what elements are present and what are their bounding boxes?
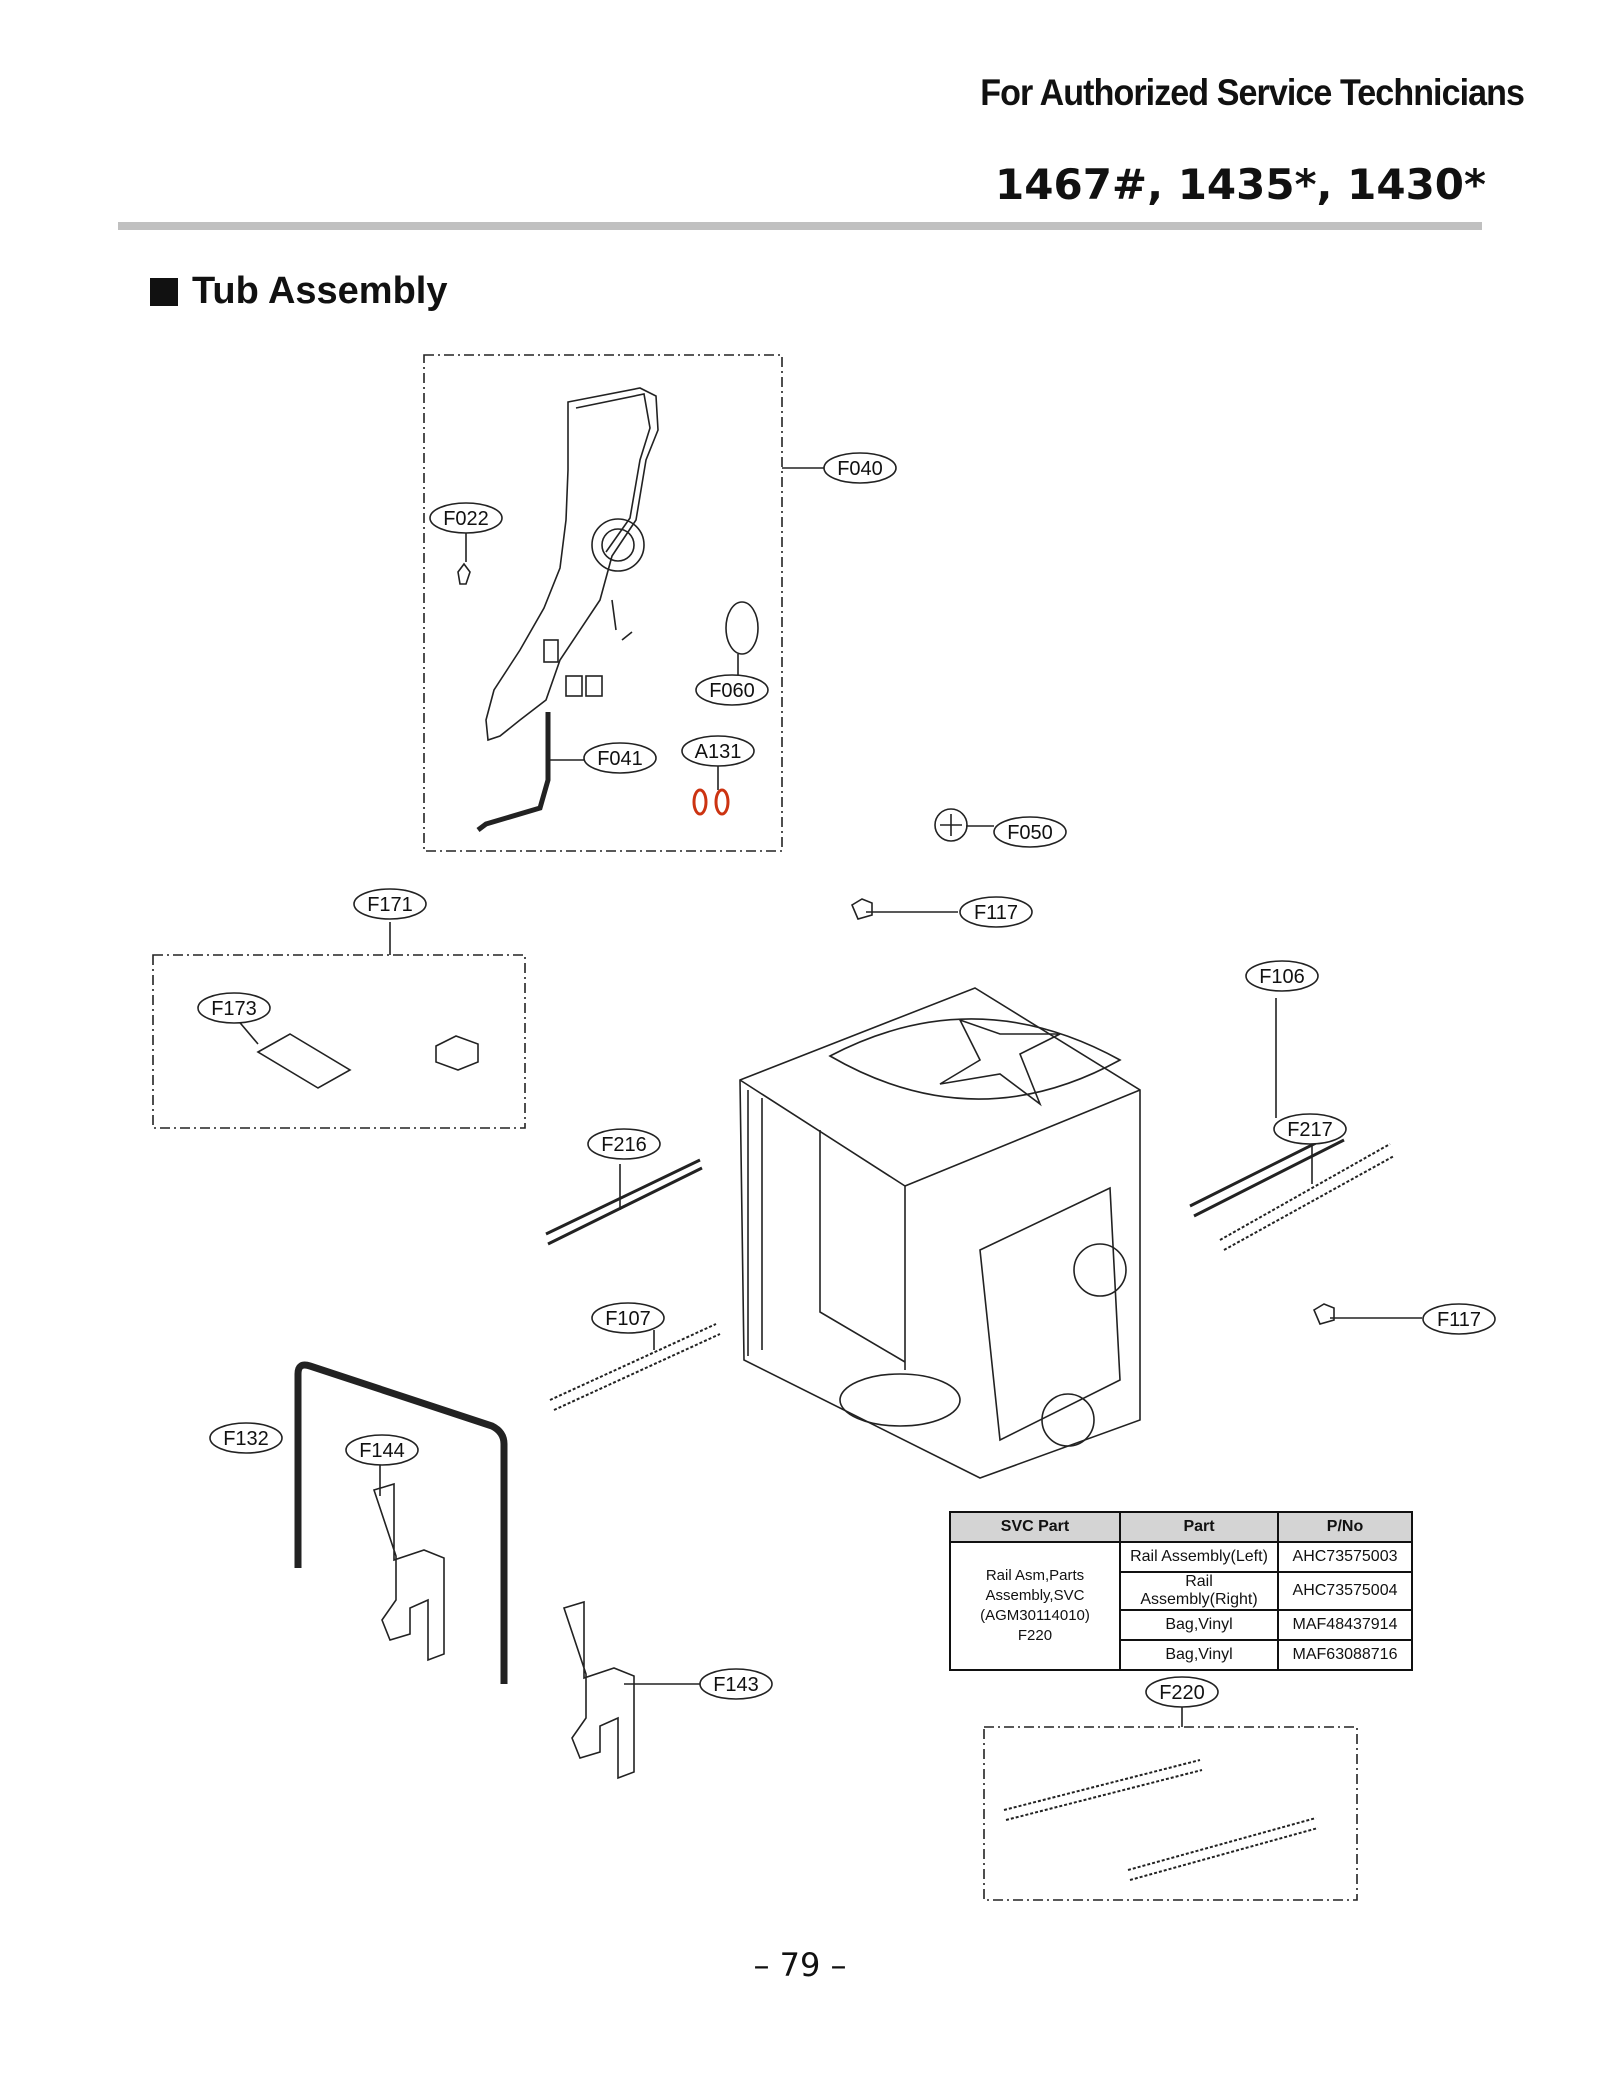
svc-part-header: SVC Part <box>949 1511 1121 1543</box>
svg-text:F041: F041 <box>597 748 643 770</box>
callout-f171: F171 <box>353 888 427 920</box>
callout-f220: F220 <box>1145 1676 1219 1708</box>
svg-text:F143: F143 <box>713 1674 759 1696</box>
callout-a131: A131 <box>681 735 755 767</box>
callout-f041: F041 <box>583 742 657 774</box>
svc-parts-table: SVC Part Part P/No Rail Asm,Parts Assemb… <box>949 1511 1413 1671</box>
section-heading: Tub Assembly <box>150 270 448 313</box>
table-row: Bag,Vinyl MAF48437914 <box>950 1609 1413 1641</box>
hinge-part-f143 <box>562 1600 635 1780</box>
svc-part-line: F220 <box>1017 1627 1053 1644</box>
svg-text:F107: F107 <box>605 1308 651 1330</box>
svg-text:F220: F220 <box>1159 1682 1205 1704</box>
pno-cell: AHC73575004 <box>1277 1571 1413 1611</box>
svg-text:F173: F173 <box>211 998 257 1020</box>
table-row: Bag,Vinyl MAF63088716 <box>950 1639 1413 1671</box>
part-cell: Bag,Vinyl <box>1119 1609 1279 1641</box>
callout-f217: F217 <box>1273 1113 1347 1145</box>
svg-text:F040: F040 <box>837 458 883 480</box>
svc-part-line: Rail Asm,Parts <box>985 1567 1085 1584</box>
o-ring-a131-left <box>692 788 708 816</box>
clip-part-f022 <box>457 562 471 585</box>
svg-text:F117: F117 <box>1437 1309 1481 1331</box>
callout-f050: F050 <box>993 816 1067 848</box>
section-bullet-icon <box>150 277 178 306</box>
part-cell: Rail Assembly(Right) <box>1119 1571 1279 1611</box>
sump-cover-part <box>485 387 659 742</box>
group-box-sump <box>423 354 783 852</box>
pno-cell: AHC73575003 <box>1277 1541 1413 1573</box>
svg-text:F132: F132 <box>223 1428 269 1450</box>
svc-part-line: Assembly,SVC <box>985 1587 1085 1604</box>
rail-part-f217 <box>1219 1143 1395 1251</box>
sheet-part-f173 <box>256 1033 352 1089</box>
svg-text:F022: F022 <box>443 508 489 530</box>
seal-ring-f060 <box>725 601 759 655</box>
svg-text:F050: F050 <box>1007 822 1053 844</box>
rail-part-f220-left <box>1003 1759 1203 1821</box>
page-number: – 79 – <box>753 1946 847 1984</box>
svg-text:F106: F106 <box>1259 966 1305 988</box>
callout-f107: F107 <box>591 1302 665 1334</box>
model-numbers: 1467#, 1435*, 1430* <box>995 160 1486 209</box>
o-ring-a131-right <box>714 788 730 816</box>
section-title: Tub Assembly <box>192 270 448 312</box>
svg-text:F117: F117 <box>974 902 1018 924</box>
clip-part-f117-right <box>1312 1303 1335 1325</box>
callout-f143: F143 <box>699 1668 773 1700</box>
hinge-part-f144 <box>372 1482 445 1662</box>
svg-text:F144: F144 <box>359 1440 405 1462</box>
callout-f022: F022 <box>429 502 503 534</box>
door-gasket-f132 <box>294 1361 508 1684</box>
callout-f060: F060 <box>695 674 769 706</box>
header-divider <box>118 222 1482 230</box>
callout-f132: F132 <box>209 1422 283 1454</box>
pno-cell: MAF48437914 <box>1277 1609 1413 1641</box>
audience-heading: For Authorized Service Technicians <box>980 72 1525 113</box>
table-row: Rail Asm,Parts Assembly,SVC (AGM30114010… <box>949 1541 1413 1671</box>
pno-header: P/No <box>1277 1511 1413 1543</box>
svg-text:F171: F171 <box>367 894 413 916</box>
callout-f117-right: F117 <box>1422 1303 1496 1335</box>
callout-f106: F106 <box>1245 960 1319 992</box>
callout-f117-top: F117 <box>959 896 1033 928</box>
svc-table-header-row: SVC Part Part P/No <box>949 1511 1413 1543</box>
bracket-part-f171 <box>435 1035 479 1071</box>
callout-f040: F040 <box>823 452 897 484</box>
rail-part-f220-right <box>1127 1817 1319 1881</box>
svg-text:F216: F216 <box>601 1134 647 1156</box>
group-box-f220 <box>983 1726 1358 1901</box>
callout-f144: F144 <box>345 1434 419 1466</box>
svg-text:F060: F060 <box>709 680 755 702</box>
tub-body-part <box>739 987 1141 1479</box>
rail-part-f216 <box>545 1158 703 1246</box>
callout-f216: F216 <box>587 1128 661 1160</box>
svg-text:A131: A131 <box>695 741 742 763</box>
svg-text:F217: F217 <box>1287 1119 1333 1141</box>
callout-f173: F173 <box>197 992 271 1024</box>
part-cell: Bag,Vinyl <box>1119 1639 1279 1671</box>
svc-part-line: (AGM30114010) <box>980 1607 1090 1624</box>
fitting-part-f050 <box>934 808 968 842</box>
rail-part-f107 <box>549 1323 721 1411</box>
table-row: Rail Assembly(Right) AHC73575004 <box>950 1571 1413 1611</box>
part-cell: Rail Assembly(Left) <box>1119 1541 1279 1573</box>
clip-part-f117-top <box>850 898 873 920</box>
hose-part-f041 <box>476 712 551 832</box>
svc-part-cell: Rail Asm,Parts Assembly,SVC (AGM30114010… <box>949 1541 1121 1671</box>
part-header: Part <box>1119 1511 1279 1543</box>
pno-cell: MAF63088716 <box>1277 1639 1413 1671</box>
group-box-f171 <box>152 954 526 1129</box>
